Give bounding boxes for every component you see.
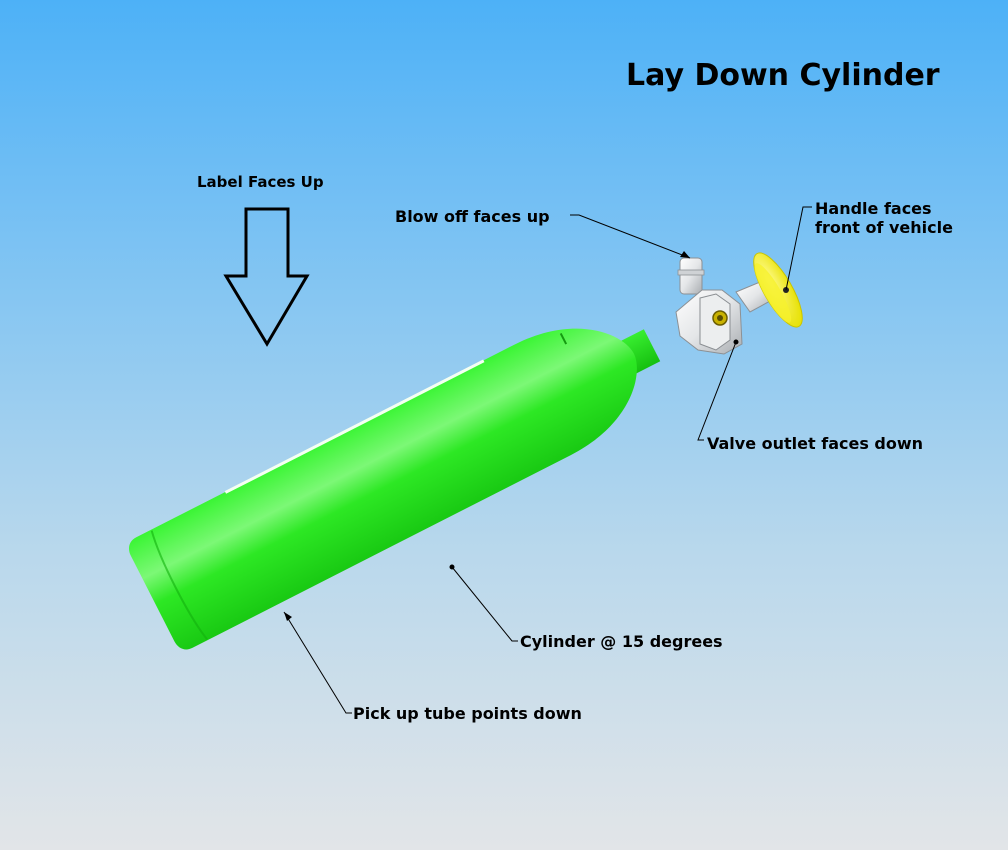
- shoulder-mark: [559, 332, 568, 345]
- nitrous-cylinder: [129, 328, 661, 650]
- valve-assembly: [675, 252, 803, 355]
- leader-lines: [283, 206, 812, 714]
- cylinder-angle-label: Cylinder @ 15 degrees: [520, 632, 723, 651]
- cylinder-body: [129, 328, 637, 650]
- valve-handle: [753, 252, 803, 328]
- leader-blow-off: [570, 214, 691, 259]
- blow-off-fitting: [679, 257, 703, 295]
- handle-label-line2: front of vehicle: [815, 218, 953, 237]
- handle-label-line1: Handle faces: [815, 199, 932, 218]
- leader-cylinder-angle: [451, 566, 518, 642]
- label-faces-up-text: Label Faces Up: [197, 173, 324, 191]
- cylinder-base-seam: [150, 530, 208, 640]
- valve-outlet-label: Valve outlet faces down: [707, 434, 924, 453]
- handle-label: Handle faces front of vehicle: [815, 199, 953, 237]
- leader-pickup: [283, 611, 352, 714]
- leader-valve-outlet: [697, 341, 737, 441]
- down-arrow-icon: [223, 207, 310, 347]
- label-strip: [224, 359, 485, 494]
- page-title: Lay Down Cylinder: [626, 58, 940, 93]
- blow-off-label: Blow off faces up: [395, 207, 550, 226]
- leader-handle: [785, 206, 812, 291]
- pickup-tube-label: Pick up tube points down: [353, 704, 582, 723]
